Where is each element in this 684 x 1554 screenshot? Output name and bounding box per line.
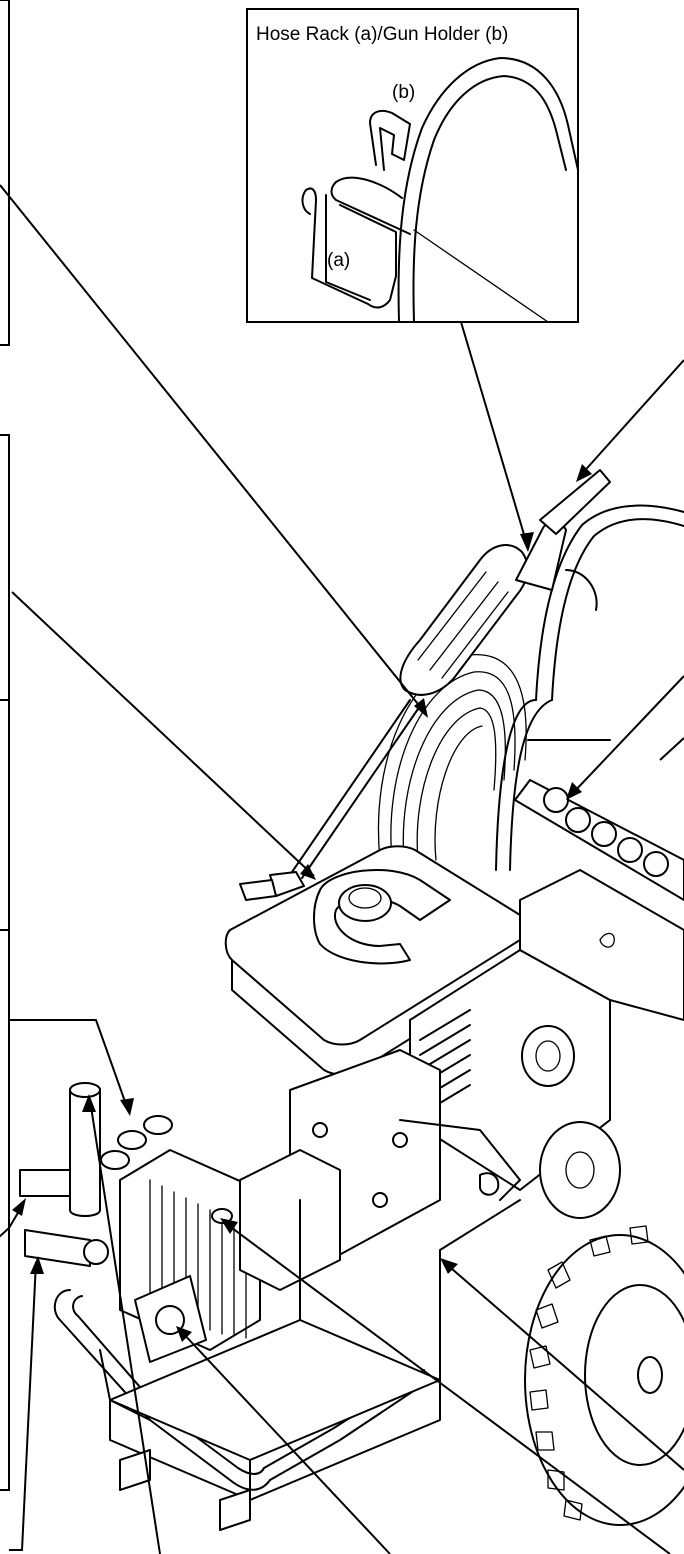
arrowhead-throttle <box>440 1258 458 1274</box>
arrowhead-inset <box>520 532 534 552</box>
arrowhead-hose <box>414 698 428 718</box>
inset-label-a: (a) <box>327 250 350 271</box>
leader-outlet <box>9 1261 37 1551</box>
arrowhead-unloader <box>82 1094 96 1112</box>
leader-oil-fill <box>223 1221 671 1554</box>
hose-rack-inset: Hose Rack (a)/Gun Holder (b) (b) (a) <box>246 8 579 323</box>
nozzle-holder <box>514 779 684 901</box>
chassis <box>53 1199 521 1531</box>
inset-title: Hose Rack (a)/Gun Holder (b) <box>256 24 508 45</box>
wheel <box>524 1225 684 1526</box>
leader-right-mid <box>659 737 684 761</box>
arrowhead-outlet <box>30 1256 44 1274</box>
inset-label-b: (b) <box>392 82 415 103</box>
callout-frame-top-left <box>0 0 10 346</box>
leader-inset <box>460 321 529 549</box>
leader-hose <box>0 184 427 715</box>
arrowhead-pump-head <box>176 1326 192 1342</box>
leader-throttle <box>443 1261 684 1471</box>
leader-nozzles <box>571 675 684 795</box>
leader-oil-caps <box>9 1019 129 1111</box>
arrowhead-inlet <box>12 1198 26 1216</box>
leader-pump-head <box>179 1329 391 1554</box>
arrowhead-fuel-tank <box>300 864 316 880</box>
arrowhead-oil-fill <box>220 1218 238 1234</box>
callout-frame-bottom-left <box>0 929 10 1491</box>
leader-fuel-tank <box>11 591 315 877</box>
leader-gun <box>579 359 684 477</box>
leader-lines <box>0 184 684 1554</box>
leader-unloader <box>89 1099 161 1554</box>
pump <box>19 1082 341 1363</box>
engine <box>289 869 684 1261</box>
arrowhead-nozzles <box>566 782 582 800</box>
pressure-washer-illustration <box>19 469 684 1531</box>
arrowhead-gun <box>576 464 592 482</box>
callout-frame-middle-left <box>0 434 10 931</box>
arrowhead-oil-caps <box>120 1098 134 1116</box>
spray-gun <box>239 469 611 901</box>
